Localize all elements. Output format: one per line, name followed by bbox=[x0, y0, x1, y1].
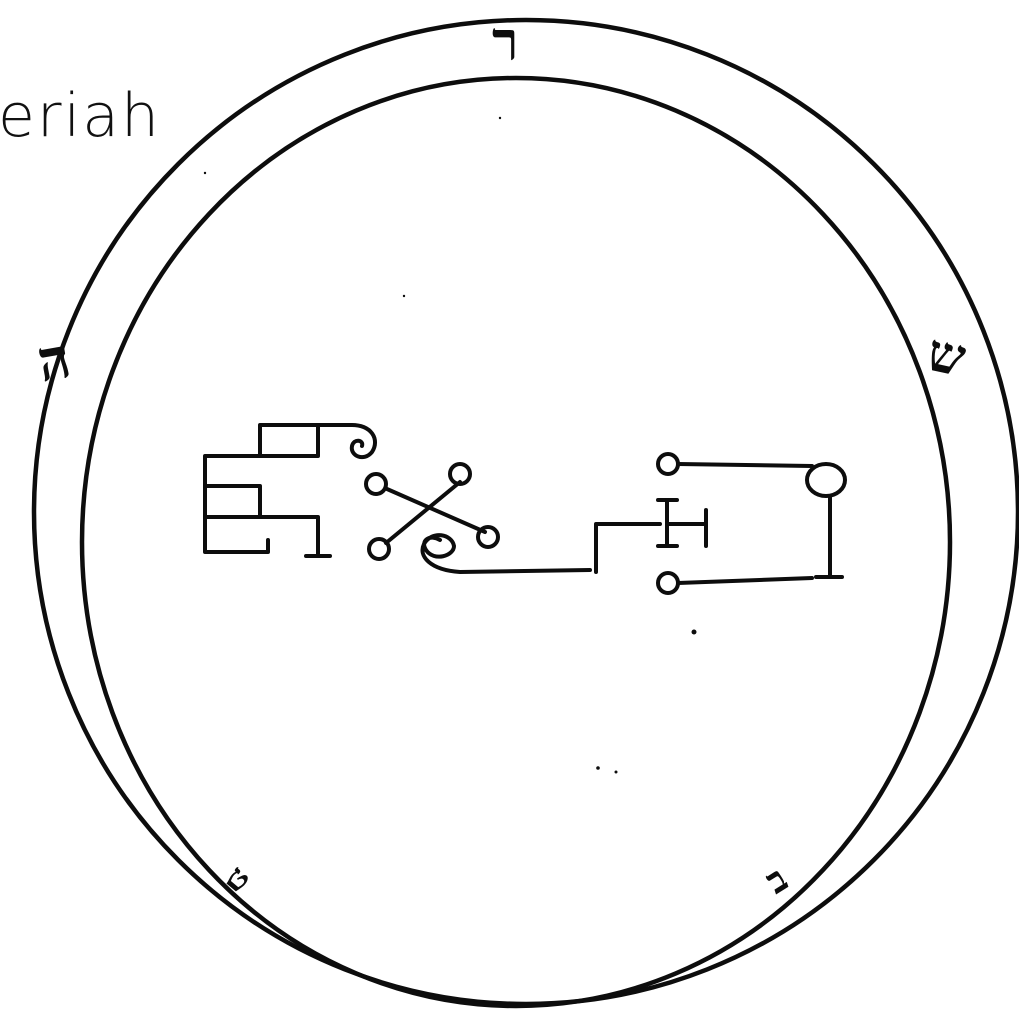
sigil-crossed-wands bbox=[366, 464, 498, 559]
seal-outer-ring bbox=[34, 20, 1018, 1004]
sigil-center-connector bbox=[596, 524, 660, 572]
sigil-lower-spiral bbox=[423, 535, 591, 572]
border-letter-top: ר bbox=[492, 14, 519, 68]
sigil-i-beam bbox=[658, 500, 706, 546]
seal-inner-ring bbox=[82, 78, 950, 1006]
ink-specks bbox=[204, 117, 697, 774]
sigil-upper-spiral bbox=[318, 425, 375, 457]
sigil-left-boxes bbox=[205, 425, 330, 556]
